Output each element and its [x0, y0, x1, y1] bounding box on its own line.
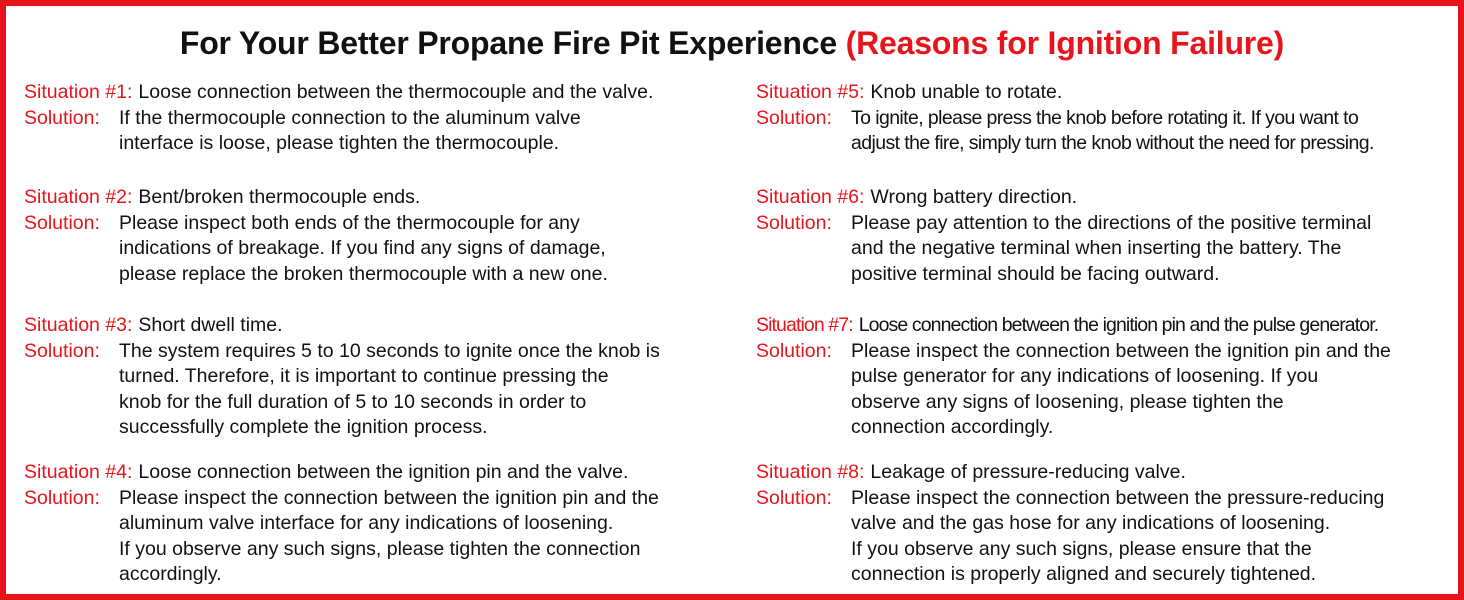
- solution-text: Please pay attention to the directions o…: [851, 211, 1372, 285]
- situation-problem: Loose connection between the ignition pi…: [138, 461, 629, 483]
- solution-text: Please inspect the connection between th…: [119, 486, 659, 586]
- situation-block-6: Situation #6: Wrong battery direction. S…: [756, 185, 1456, 287]
- solution-label: Solution:: [756, 339, 832, 362]
- situation-problem: Bent/broken thermocouple ends.: [138, 186, 421, 208]
- situation-block-7: Situation #7: Loose connection between t…: [756, 313, 1456, 441]
- situation-block-4: Situation #4: Loose connection between t…: [24, 460, 734, 588]
- solution-label: Solution:: [24, 211, 100, 234]
- situation-label: Situation #3:: [24, 314, 133, 336]
- title-main: For Your Better Propane Fire Pit Experie…: [179, 25, 837, 61]
- situation-block-5: Situation #5: Knob unable to rotate. Sol…: [756, 80, 1456, 157]
- situation-label: Situation #8:: [756, 461, 865, 483]
- solution-text: If the thermocouple connection to the al…: [119, 106, 581, 155]
- solution-label: Solution:: [756, 211, 832, 234]
- solution-label: Solution:: [756, 486, 832, 509]
- situation-block-1: Situation #1: Loose connection between t…: [24, 80, 734, 157]
- situation-label: Situation #5:: [756, 81, 865, 103]
- situation-label: Situation #6:: [756, 186, 865, 208]
- solution-text: Please inspect the connection between th…: [851, 486, 1385, 586]
- solution-text: The system requires 5 to 10 seconds to i…: [119, 339, 660, 439]
- situation-label: Situation #2:: [24, 186, 133, 208]
- situation-block-8: Situation #8: Leakage of pressure-reduci…: [756, 460, 1456, 588]
- page-title: For Your Better Propane Fire Pit Experie…: [6, 23, 1458, 63]
- situation-label: Situation #4:: [24, 461, 133, 483]
- situation-problem: Knob unable to rotate.: [870, 81, 1063, 103]
- solution-text: Please inspect the connection between th…: [851, 339, 1391, 439]
- solution-label: Solution:: [24, 339, 100, 362]
- situation-label: Situation #7:: [756, 314, 854, 336]
- situation-block-2: Situation #2: Bent/broken thermocouple e…: [24, 185, 734, 287]
- title-accent: (Reasons for Ignition Failure): [845, 25, 1285, 61]
- situation-problem: Loose connection between the thermocoupl…: [138, 81, 654, 103]
- situation-problem: Short dwell time.: [138, 314, 283, 336]
- situation-block-3: Situation #3: Short dwell time. Solution…: [24, 313, 734, 441]
- solution-text: Please inspect both ends of the thermoco…: [119, 211, 608, 285]
- situation-label: Situation #1:: [24, 81, 133, 103]
- situation-problem: Wrong battery direction.: [870, 186, 1078, 208]
- solution-label: Solution:: [24, 106, 100, 129]
- situation-problem: Loose connection between the ignition pi…: [858, 314, 1379, 336]
- solution-label: Solution:: [756, 106, 832, 129]
- situation-problem: Leakage of pressure-reducing valve.: [870, 461, 1186, 483]
- solution-text: To ignite, please press the knob before …: [851, 106, 1374, 155]
- solution-label: Solution:: [24, 486, 100, 509]
